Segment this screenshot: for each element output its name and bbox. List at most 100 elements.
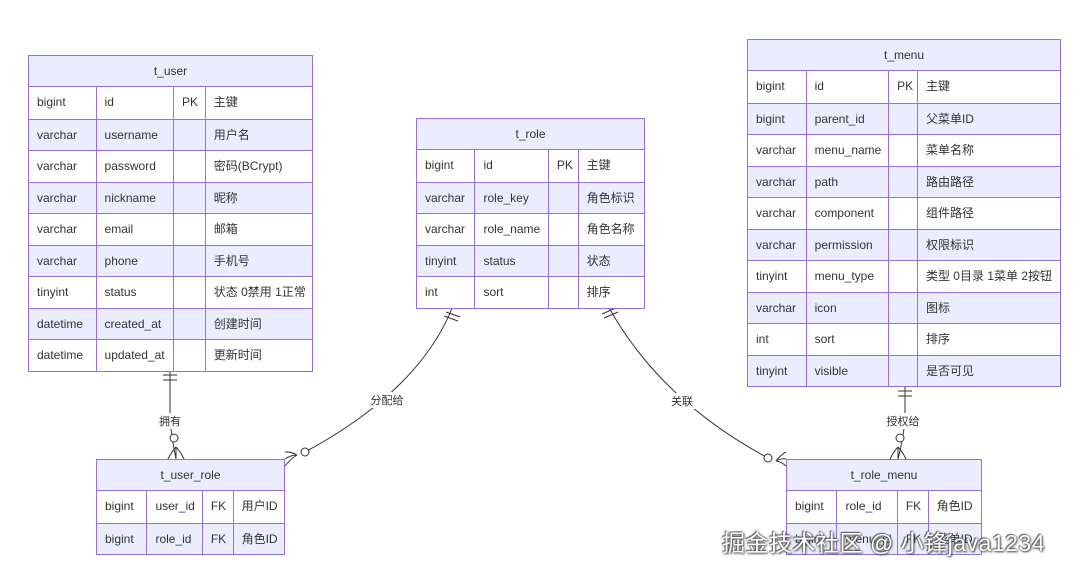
one-marker (443, 315, 459, 322)
field-name: role_id (836, 491, 896, 523)
field-type: varchar (37, 127, 78, 142)
one-marker (601, 307, 617, 315)
field-name: role_id (146, 523, 201, 554)
field-name: status (474, 245, 547, 276)
field-key (888, 324, 917, 355)
many-marker (775, 458, 787, 462)
field-type: tinyint (756, 269, 788, 283)
field-key (547, 277, 578, 308)
field-name: phone (95, 245, 173, 276)
field-name: updated_at (95, 340, 173, 371)
relationship-label: 关联 (669, 393, 695, 409)
field-type: int (756, 332, 769, 346)
field-type: tinyint (425, 253, 457, 268)
many-marker (775, 451, 787, 462)
field-comment: 邮箱 (204, 214, 312, 245)
field-comment: 角色ID (927, 491, 981, 523)
field-comment: 密码(BCrypt) (204, 151, 312, 182)
field-key (547, 182, 578, 213)
field-name: sort (805, 324, 888, 355)
field-name: email (95, 214, 173, 245)
entity-title: t_role_menu (787, 460, 981, 491)
field-type: bigint (105, 499, 134, 513)
field-type: varchar (756, 206, 797, 220)
field-key (172, 245, 205, 276)
field-key (547, 245, 578, 276)
field-comment: 排序 (916, 324, 1060, 355)
field-key: FK (896, 523, 928, 554)
field-comment: 路由路径 (916, 166, 1060, 197)
field-type: datetime (37, 348, 84, 362)
field-key (888, 229, 917, 260)
zero-marker (300, 447, 310, 457)
many-marker (775, 460, 787, 467)
field-key (888, 166, 917, 197)
field-type: tinyint (37, 285, 69, 299)
field-key (888, 261, 917, 292)
one-marker (603, 311, 619, 319)
field-key (888, 292, 917, 323)
field-comment: 排序 (577, 277, 644, 308)
field-type: varchar (425, 222, 466, 236)
many-marker (284, 454, 298, 467)
field-type: bigint (756, 79, 785, 93)
many-marker (167, 446, 177, 460)
field-name: visible (805, 355, 888, 386)
field-comment: 角色标识 (577, 182, 644, 213)
field-comment: 菜单ID (927, 523, 981, 554)
field-comment: 手机号 (204, 245, 312, 276)
field-comment: 昵称 (204, 182, 312, 213)
field-name: id (474, 150, 547, 182)
field-comment: 菜单名称 (916, 135, 1060, 166)
field-comment: 更新时间 (204, 340, 312, 371)
field-key (888, 355, 917, 386)
field-name: menu_id (836, 523, 896, 554)
field-comment: 创建时间 (204, 308, 312, 339)
field-key: FK (896, 491, 928, 523)
field-key: PK (547, 150, 578, 182)
many-marker (897, 446, 907, 460)
relationship-line (607, 305, 769, 459)
field-type: bigint (37, 95, 66, 109)
field-comment: 角色名称 (577, 214, 644, 245)
field-type: varchar (756, 300, 797, 315)
field-name: id (805, 71, 888, 103)
field-type: tinyint (756, 363, 788, 378)
field-comment: 角色ID (232, 523, 284, 554)
field-key (172, 340, 205, 371)
field-type: int (425, 285, 438, 299)
field-name: sort (474, 277, 547, 308)
field-key (172, 214, 205, 245)
entity-title: t_user_role (97, 460, 284, 491)
field-comment: 用户名 (204, 119, 312, 150)
field-type: varchar (37, 222, 78, 236)
zero-marker (895, 433, 905, 443)
relationship-t-role-to-t-role-menu (601, 305, 787, 467)
field-key (547, 214, 578, 245)
entity-title: t_role (417, 119, 644, 150)
field-key (172, 182, 205, 213)
table-row: datetime updated_at 更新时间 (29, 339, 312, 371)
entity-title: t_menu (748, 40, 1060, 71)
relationship-label: 分配给 (368, 392, 406, 408)
field-comment: 主键 (204, 87, 312, 119)
field-type: bigint (105, 531, 134, 546)
field-type: varchar (756, 174, 797, 189)
